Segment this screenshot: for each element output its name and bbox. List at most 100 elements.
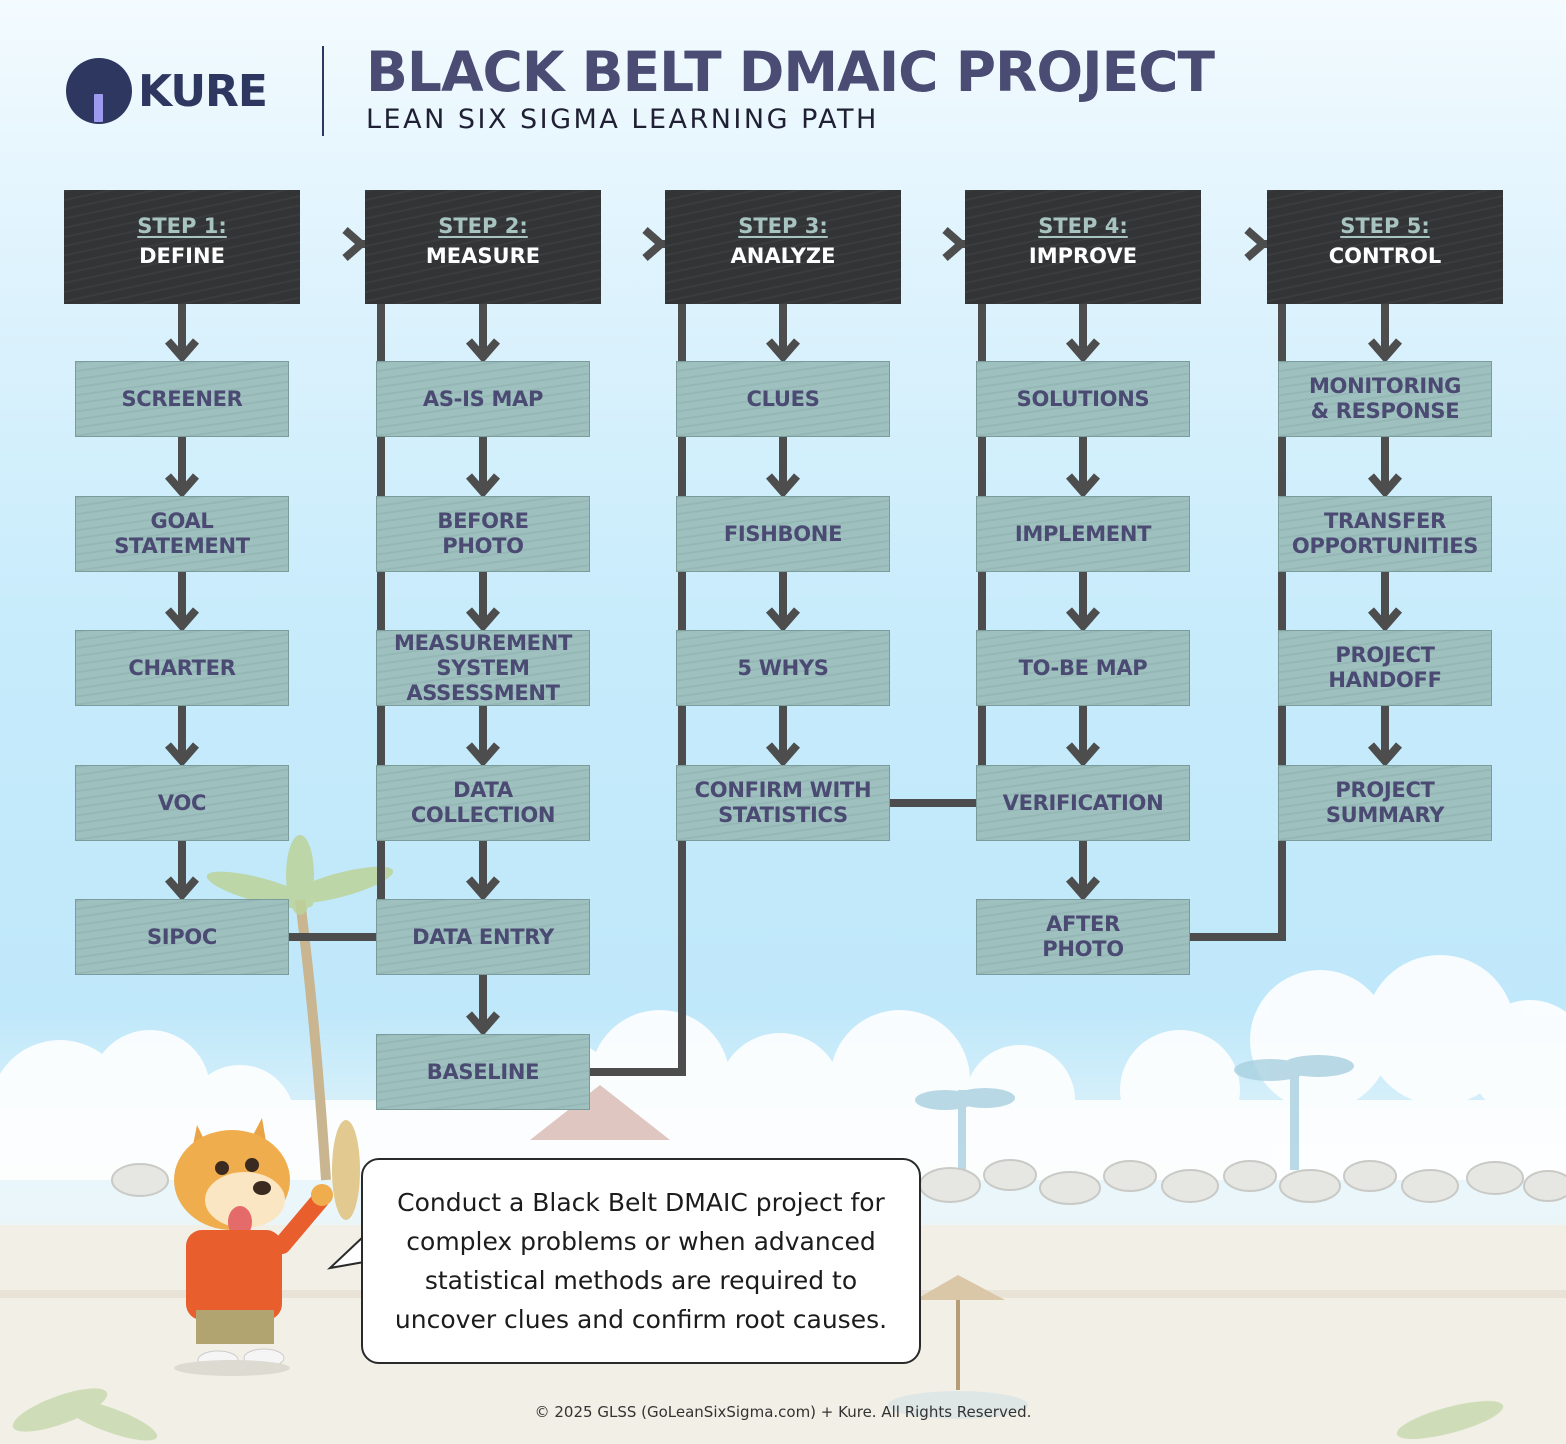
task-box: TO-BE MAP: [976, 630, 1190, 706]
page-title: BLACK BELT DMAIC PROJECT: [366, 40, 1215, 104]
task-label: CHARTER: [128, 655, 236, 680]
step-header-analyze: STEP 3: ANALYZE: [665, 190, 901, 304]
task-label: IMPLEMENT: [1014, 521, 1152, 546]
down-arrow-head: [465, 607, 501, 633]
down-arrow-head: [465, 473, 501, 499]
step-header-define: STEP 1: DEFINE: [64, 190, 300, 304]
task-box: SOLUTIONS: [976, 361, 1190, 437]
right-arrow-head: [342, 226, 368, 262]
down-arrow-head: [765, 338, 801, 364]
elbow-connector: [890, 240, 986, 807]
down-arrow-head: [1367, 607, 1403, 633]
down-arrow-head: [164, 742, 200, 768]
task-label: SOLUTIONS: [1016, 386, 1150, 411]
step-number: STEP 4:: [1038, 214, 1128, 238]
task-label: 5 WHYS: [737, 655, 829, 680]
task-label: DATA COLLECTION: [410, 778, 556, 827]
step-name: DEFINE: [139, 244, 225, 268]
elbow-connector: [1190, 240, 1286, 941]
step-number: STEP 3:: [738, 214, 828, 238]
callout-text: Conduct a Black Belt DMAIC project for c…: [394, 1188, 888, 1334]
task-box: AFTER PHOTO: [976, 899, 1190, 975]
step-name: CONTROL: [1328, 244, 1442, 268]
down-arrow-head: [1367, 338, 1403, 364]
task-label: CONFIRM WITH STATISTICS: [694, 778, 872, 827]
task-label: BEFORE PHOTO: [437, 509, 529, 558]
task-label: DATA ENTRY: [412, 924, 554, 949]
task-box: MEASUREMENT SYSTEM ASSESSMENT: [376, 630, 590, 706]
task-label: VOC: [157, 790, 207, 815]
down-arrow-head: [465, 1011, 501, 1037]
task-box: BASELINE: [376, 1034, 590, 1110]
down-arrow-head: [164, 876, 200, 902]
step-name: MEASURE: [425, 244, 541, 268]
down-arrow-head: [164, 607, 200, 633]
elbow-connector: [289, 240, 385, 941]
task-box: PROJECT SUMMARY: [1278, 765, 1492, 841]
down-arrow-head: [1065, 876, 1101, 902]
task-box: AS-IS MAP: [376, 361, 590, 437]
task-label: FISHBONE: [723, 521, 843, 546]
task-box: IMPLEMENT: [976, 496, 1190, 572]
step-name: IMPROVE: [1028, 244, 1138, 268]
task-label: SIPOC: [146, 924, 218, 949]
task-label: GOAL STATEMENT: [114, 509, 250, 558]
task-box: CHARTER: [75, 630, 289, 706]
down-arrow-head: [1367, 473, 1403, 499]
task-box: FISHBONE: [676, 496, 890, 572]
task-box: CLUES: [676, 361, 890, 437]
down-arrow-head: [765, 607, 801, 633]
task-label: AFTER PHOTO: [1042, 912, 1124, 961]
down-arrow-head: [1065, 742, 1101, 768]
task-box: PROJECT HANDOFF: [1278, 630, 1492, 706]
task-box: GOAL STATEMENT: [75, 496, 289, 572]
down-arrow-head: [164, 473, 200, 499]
right-arrow-head: [942, 226, 968, 262]
elbow-connector: [590, 240, 686, 1076]
task-box: MONITORING & RESPONSE: [1278, 361, 1492, 437]
down-arrow-head: [1065, 607, 1101, 633]
down-arrow-head: [765, 742, 801, 768]
right-arrow-head: [642, 226, 668, 262]
task-label: CLUES: [746, 386, 820, 411]
task-label: TRANSFER OPPORTUNITIES: [1291, 509, 1479, 558]
speech-bubble: Conduct a Black Belt DMAIC project for c…: [361, 1158, 921, 1364]
step-header-control: STEP 5: CONTROL: [1267, 190, 1503, 304]
task-box: VOC: [75, 765, 289, 841]
task-label: VERIFICATION: [1002, 790, 1164, 815]
task-label: PROJECT HANDOFF: [1328, 643, 1442, 692]
task-label: PROJECT SUMMARY: [1325, 778, 1445, 827]
down-arrow-head: [1065, 473, 1101, 499]
down-arrow-head: [465, 742, 501, 768]
brand-name: KURE: [138, 66, 268, 117]
page-subtitle: LEAN SIX SIGMA LEARNING PATH: [366, 104, 879, 135]
task-label: BASELINE: [426, 1059, 540, 1084]
step-number: STEP 5:: [1340, 214, 1430, 238]
step-header-improve: STEP 4: IMPROVE: [965, 190, 1201, 304]
task-box: DATA ENTRY: [376, 899, 590, 975]
task-box: TRANSFER OPPORTUNITIES: [1278, 496, 1492, 572]
down-arrow-head: [164, 338, 200, 364]
down-arrow-head: [465, 876, 501, 902]
step-header-measure: STEP 2: MEASURE: [365, 190, 601, 304]
task-box: SIPOC: [75, 899, 289, 975]
down-arrow-head: [465, 338, 501, 364]
right-arrow-head: [1244, 226, 1270, 262]
header-divider: [322, 46, 324, 136]
step-number: STEP 2:: [438, 214, 528, 238]
task-box: BEFORE PHOTO: [376, 496, 590, 572]
task-box: 5 WHYS: [676, 630, 890, 706]
task-box: SCREENER: [75, 361, 289, 437]
task-label: TO-BE MAP: [1018, 655, 1148, 680]
step-number: STEP 1:: [137, 214, 227, 238]
task-box: CONFIRM WITH STATISTICS: [676, 765, 890, 841]
step-name: ANALYZE: [730, 244, 836, 268]
down-arrow-head: [1065, 338, 1101, 364]
task-label: AS-IS MAP: [422, 386, 544, 411]
down-arrow-head: [1367, 742, 1403, 768]
down-arrow-head: [765, 473, 801, 499]
copyright-footer: © 2025 GLSS (GoLeanSixSigma.com) + Kure.…: [534, 1403, 1032, 1421]
task-box: VERIFICATION: [976, 765, 1190, 841]
task-box: DATA COLLECTION: [376, 765, 590, 841]
